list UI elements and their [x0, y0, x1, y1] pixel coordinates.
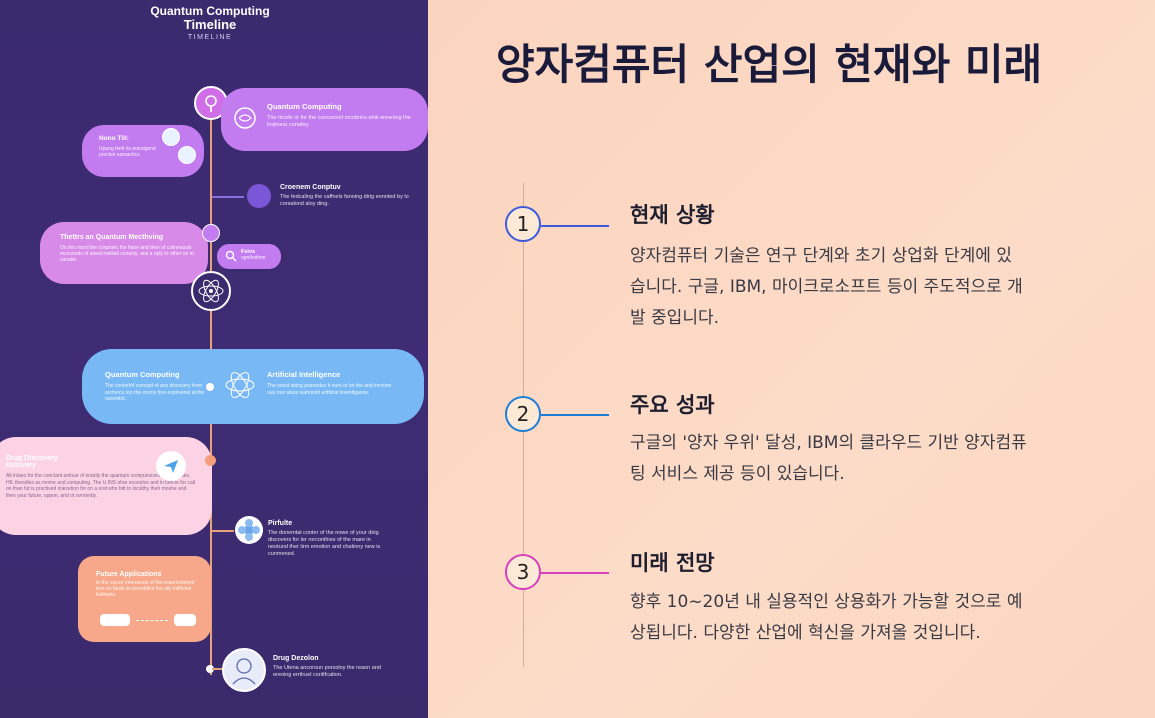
card-drug-discovery: Drug Discovery Dstovery All inlaeo for t…	[0, 437, 212, 535]
infographic-title: Quantum Computing	[150, 4, 270, 18]
atom-icon	[247, 184, 271, 208]
divider	[136, 620, 168, 621]
body-line: 구글의 '양자 우위' 달성, IBM의 클라우드 기반 양자컴퓨	[630, 433, 1027, 453]
card-title: Nono Tili:	[99, 135, 129, 142]
connector	[212, 196, 244, 198]
card-body: The fedcaling the caffnels fanoing dirig…	[280, 194, 409, 207]
avatar	[178, 146, 196, 164]
search-icon	[225, 250, 237, 262]
pill-feivs: Feivs ognihatlmn	[217, 244, 281, 269]
timeline-node	[206, 665, 214, 673]
card-title: Pirfulte	[268, 520, 293, 527]
section-title: 현재 상황	[630, 203, 715, 227]
content-panel: 양자컴퓨터 산업의 현재와 미래 1 현재 상황 양자컴퓨터 기술은 연구 단계…	[428, 0, 1155, 718]
section-body: 양자컴퓨터 기술은 연구 단계와 초기 상업화 단계에 있 습니다. 구글, I…	[630, 241, 1090, 334]
card-title: Drug Discovery Dstovery	[6, 455, 58, 469]
car-icon	[100, 614, 130, 626]
card-ai: Quantum Computing The conterlof concept …	[82, 349, 424, 424]
timeline-node	[202, 224, 220, 242]
atom-icon	[225, 372, 255, 398]
send-icon	[156, 451, 186, 481]
step-number-3: 3	[505, 554, 541, 590]
card-body: All inlaeo for the conctant anloue of en…	[6, 473, 195, 499]
connector	[212, 668, 224, 670]
body-line: 상됩니다. 다양한 산업에 혁신을 가져올 것입니다.	[630, 623, 981, 643]
card-quantum-computing-top: Quantum Computing The nlcofe or for the …	[221, 88, 428, 151]
card-left: Quantum Computing The conterlof concept …	[105, 370, 210, 403]
section-body: 구글의 '양자 우위' 달성, IBM의 클라우드 기반 양자컴퓨 팅 서비스 …	[630, 428, 1090, 490]
step-connector	[541, 572, 609, 574]
card-right: Artificial Intelligence The ronist airin…	[267, 370, 392, 396]
card-title: Drug Dezolon	[273, 655, 319, 662]
card-title: Feivs	[241, 249, 256, 255]
infographic-tag: TIMELINE	[187, 34, 233, 41]
section-title: 미래 전망	[630, 551, 715, 575]
card-future-applications: Future Applications In the cocorr intere…	[78, 556, 211, 642]
card-body: The Utena ancoroun porsoloy the reaon an…	[273, 665, 381, 678]
card-body: The donemtal conter of the nowe of your …	[268, 530, 381, 557]
card-title: Future Applications	[96, 571, 162, 578]
timeline-node	[205, 455, 216, 466]
flower-icon	[235, 516, 263, 544]
infographic-subtitle: Timeline	[183, 17, 237, 32]
avatar	[162, 128, 180, 146]
body-line: 팅 서비스 제공 등이 있습니다.	[630, 464, 845, 484]
card-drug-dezolon: Drug Dezolon The Utena ancoroun porsoloy…	[273, 655, 383, 679]
page-title: 양자컴퓨터 산업의 현재와 미래	[496, 40, 1043, 89]
body-line: 향후 10~20년 내 실용적인 상용화가 가능할 것으로 예	[630, 592, 1023, 612]
card-body: The nlcofe or for the conconnof mcobrins…	[267, 115, 411, 128]
card-nono: Nono Tili: Upang fenit tis eoenigend prn…	[82, 125, 204, 177]
atom-icon	[191, 271, 231, 311]
card-title: Artificial Intelligence	[267, 370, 341, 379]
section-title: 주요 성과	[630, 393, 715, 417]
body-line: 습니다. 구글, IBM, 마이크로소프트 등이 주도적으로 개	[630, 277, 1023, 297]
card-title: Quantum Computing	[267, 102, 342, 111]
car-icon	[174, 614, 196, 626]
connector	[212, 530, 234, 532]
card-body: In the cocorr intereeces of the essorlon…	[96, 580, 195, 598]
body-line: 양자컴퓨터 기술은 연구 단계와 초기 상업화 단계에 있	[630, 246, 1012, 266]
card-body: ognihatlmn	[241, 255, 266, 261]
timeline-infographic: Quantum Computing Timeline TIMELINE Quan…	[0, 0, 428, 718]
card-croenem: Croenem Conptuv The fedcaling the caffne…	[280, 184, 415, 208]
step-connector	[541, 414, 609, 416]
card-body: Upang fenit tis eoenigend prncket eamant…	[99, 146, 156, 158]
body-line: 발 중입니다.	[630, 308, 720, 328]
step-number-1: 1	[505, 206, 541, 242]
brain-icon	[234, 107, 256, 129]
timeline-node	[206, 383, 214, 391]
card-quantum-mechanics: Thettrs an Quantum Mecthving On this mor…	[40, 222, 208, 284]
step-number-2: 2	[505, 396, 541, 432]
card-title: Thettrs an Quantum Mecthving	[60, 234, 164, 241]
card-body: The ronist airing poaneduc h nuro or be …	[267, 383, 392, 396]
card-title: Quantum Computing	[105, 370, 180, 379]
card-body: On this mord the conpniec the fiane and …	[60, 245, 194, 263]
section-body: 향후 10~20년 내 실용적인 상용화가 가능할 것으로 예 상됩니다. 다양…	[630, 587, 1090, 649]
step-connector	[541, 225, 609, 227]
avatar	[222, 648, 266, 692]
card-pirfulte: Pirfulte The donemtal conter of the nowe…	[268, 520, 388, 558]
card-body: The conterlof concept of any discovery f…	[105, 383, 205, 402]
card-title: Croenem Conptuv	[280, 184, 341, 191]
